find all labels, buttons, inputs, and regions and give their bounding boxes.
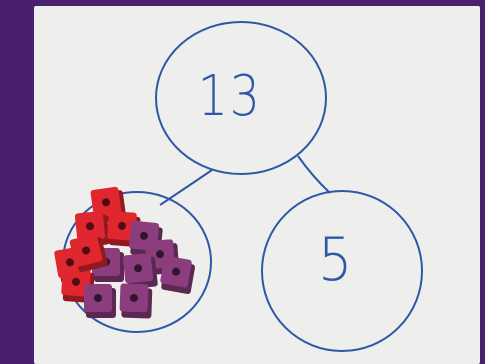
purple-cube [159, 255, 196, 294]
part-value: 5 [318, 225, 354, 295]
purple-cube [84, 284, 116, 318]
purple-cube [119, 283, 152, 318]
right-connector-line [298, 156, 330, 193]
left-connector-line [160, 170, 212, 205]
whole-value: 13 [198, 64, 262, 129]
cube-pile [54, 186, 196, 319]
